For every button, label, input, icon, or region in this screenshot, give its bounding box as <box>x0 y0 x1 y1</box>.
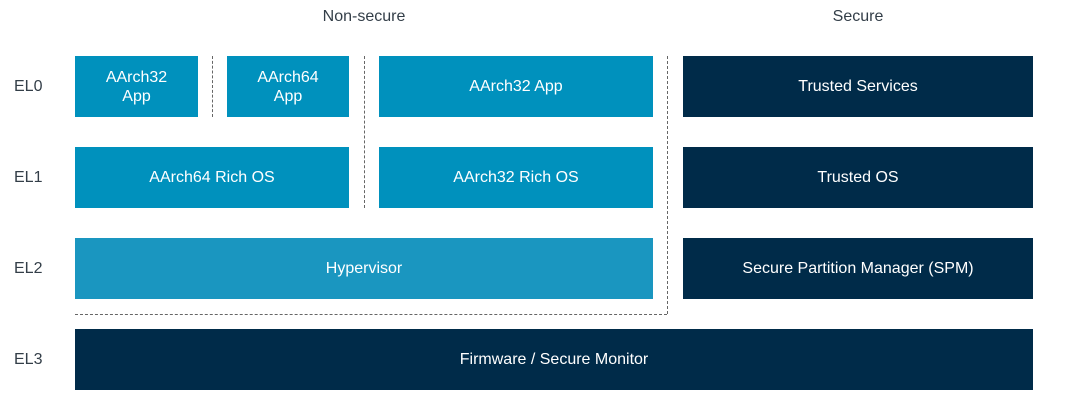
el0-aarch64-app-line1: AArch64 <box>257 68 319 86</box>
el1-label: EL1 <box>14 169 43 186</box>
world-boundary-vertical <box>667 56 668 314</box>
el2-spm-box: Secure Partition Manager (SPM) <box>683 238 1033 299</box>
el0-app-divider <box>212 56 213 117</box>
el0-aarch32-app-line1: AArch32 <box>105 68 168 86</box>
el0-trusted-services-box: Trusted Services <box>683 56 1033 117</box>
world-boundary-horizontal <box>75 314 667 315</box>
el3-firmware-box: Firmware / Secure Monitor <box>75 329 1033 390</box>
el0-aarch32-app-wide-box: AArch32 App <box>379 56 653 117</box>
el0-aarch32-app-line2: App <box>122 87 151 105</box>
el0-aarch64-app-box: AArch64 App <box>227 56 349 117</box>
el1-aarch64-rich-os-box: AArch64 Rich OS <box>75 147 349 208</box>
secure-header: Secure <box>832 8 884 25</box>
el1-aarch32-rich-os-box: AArch32 Rich OS <box>379 147 653 208</box>
non-secure-header: Non-secure <box>322 8 406 25</box>
el0-aarch32-app-box: AArch32 App <box>75 56 198 117</box>
el2-label: EL2 <box>14 260 43 277</box>
el2-hypervisor-box: Hypervisor <box>75 238 653 299</box>
el0-label: EL0 <box>14 78 43 95</box>
el3-label: EL3 <box>14 351 43 368</box>
el0-aarch64-app-line2: App <box>273 87 303 105</box>
el1-trusted-os-box: Trusted OS <box>683 147 1033 208</box>
guest-vm-divider <box>364 56 365 208</box>
